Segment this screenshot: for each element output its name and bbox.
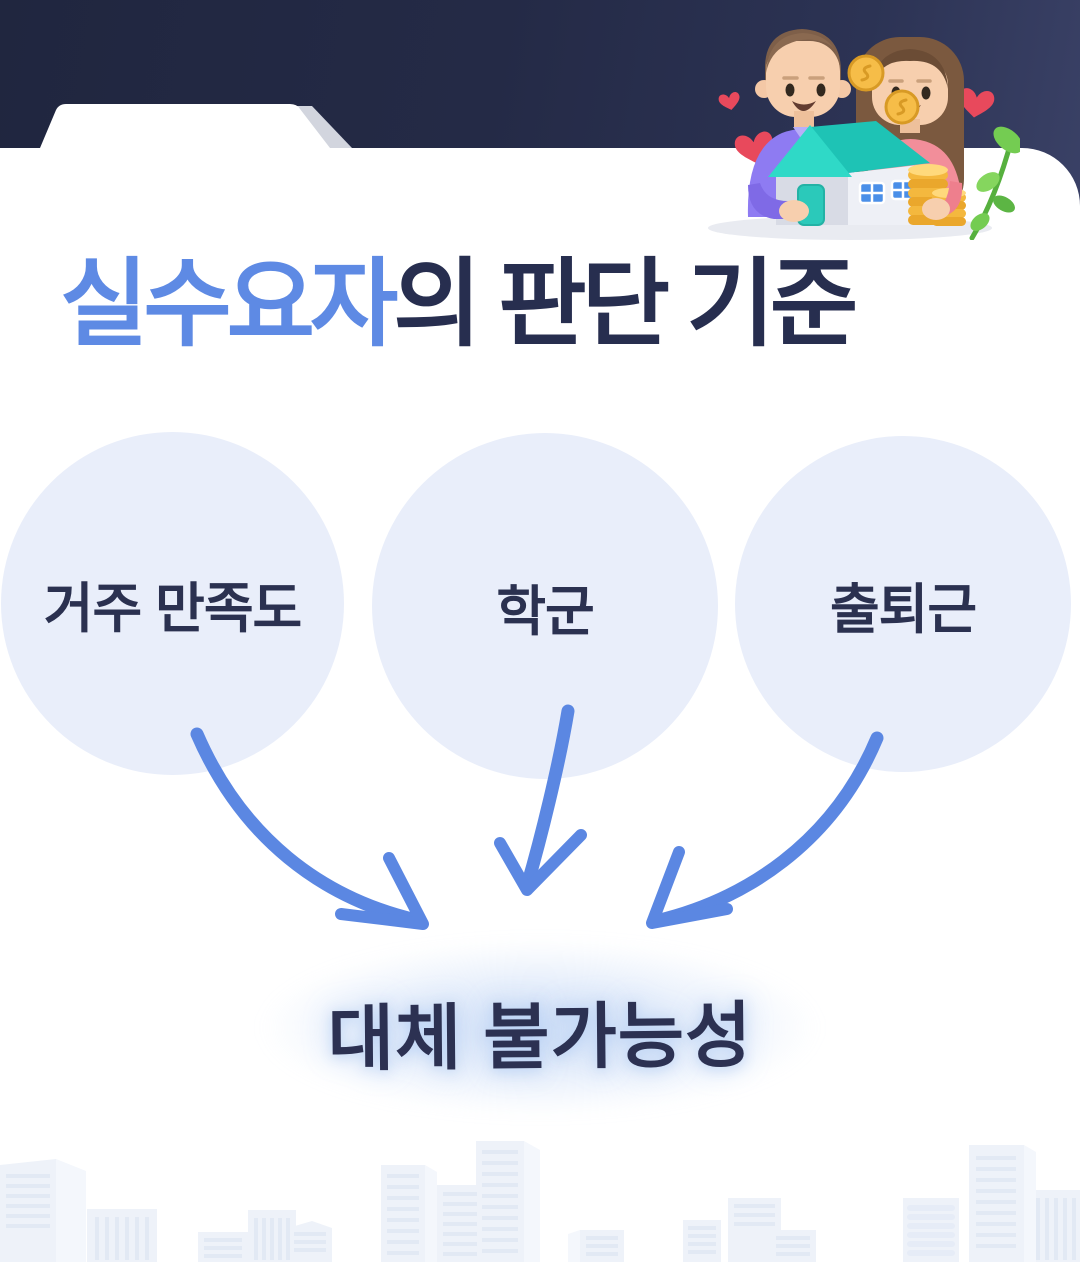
page-title: 실수요자의 판단 기준 bbox=[60, 254, 858, 356]
criterion-label: 출퇴근 bbox=[829, 579, 977, 640]
city-skyline bbox=[0, 1141, 1080, 1262]
conclusion-text: 대체 불가능성 bbox=[327, 996, 753, 1080]
floating-coin-icon bbox=[884, 89, 920, 125]
skyline-windows bbox=[6, 1150, 1076, 1260]
heart-icon bbox=[718, 91, 740, 110]
criterion-circle-commute: 출퇴근 bbox=[735, 436, 1071, 772]
floating-coin-icon bbox=[847, 54, 885, 92]
title-rest: 의 판단 기준 bbox=[393, 251, 858, 358]
folder-tab bbox=[40, 104, 352, 148]
title-highlight: 실수요자 bbox=[60, 251, 398, 358]
hugging-hands bbox=[748, 181, 963, 222]
conclusion-glow bbox=[260, 940, 820, 1115]
couple-house-coins-illustration bbox=[708, 29, 1020, 240]
criterion-circle-residence-satisfaction: 거주 만족도 bbox=[1, 432, 344, 775]
heart-icon bbox=[959, 88, 995, 118]
folder-tab-front bbox=[40, 104, 330, 148]
criterion-label: 학군 bbox=[496, 581, 594, 642]
criterion-label: 거주 만족도 bbox=[43, 579, 302, 639]
house-icon bbox=[768, 121, 930, 226]
criterion-circle-school-district: 학군 bbox=[372, 433, 718, 779]
leaf-icon bbox=[969, 126, 1020, 240]
